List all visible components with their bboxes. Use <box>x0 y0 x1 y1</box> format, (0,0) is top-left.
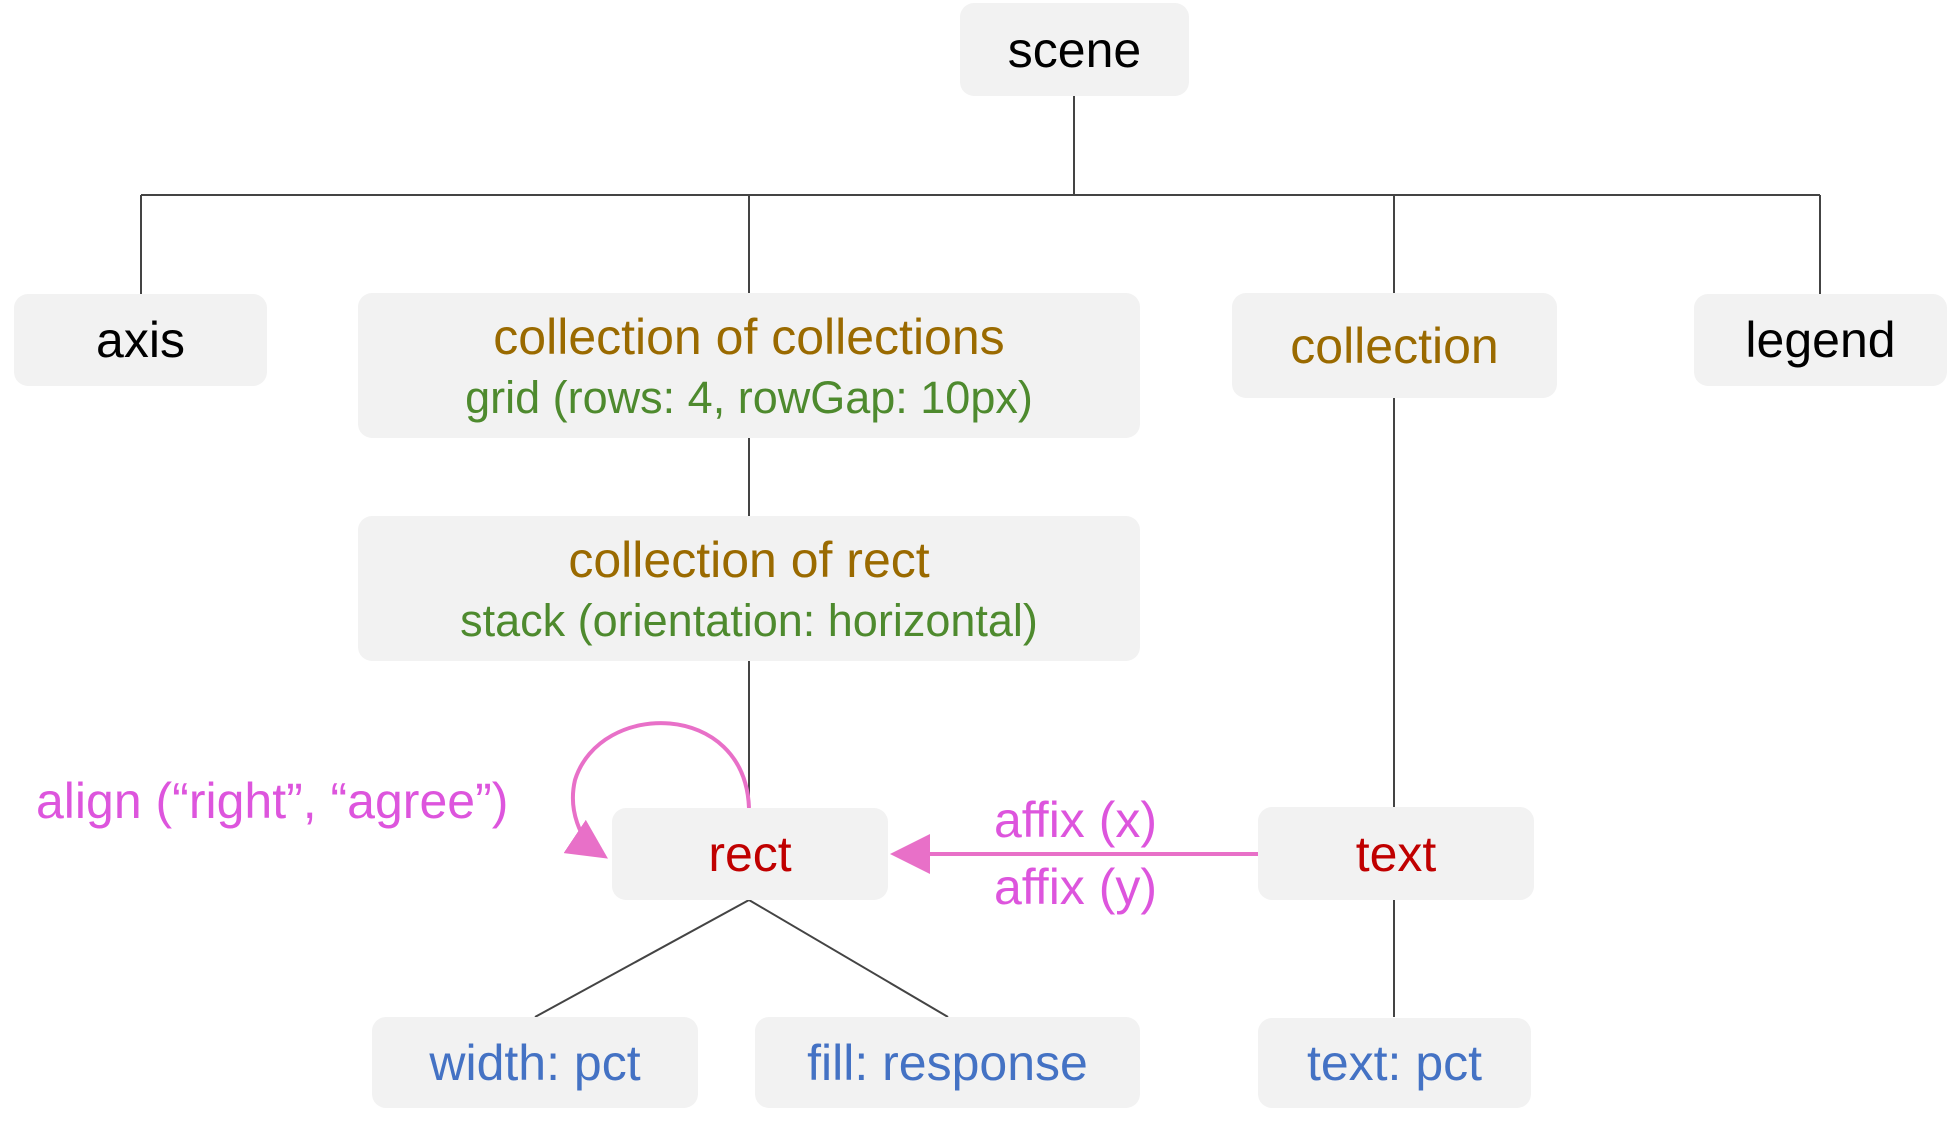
affix-x-relation-label: affix (x) <box>994 792 1157 848</box>
align-relation-label: align (“right”, “agree”) <box>36 773 509 829</box>
node-width-encoding-label: width: pct <box>429 1034 641 1091</box>
node-collection-of-rect[interactable]: collection of rect stack (orientation: h… <box>358 516 1140 661</box>
node-collection-of-rect-label: collection of rect <box>568 531 930 588</box>
node-text-encoding-label: text: pct <box>1306 1035 1483 1091</box>
node-fill-encoding-label: fill: response <box>807 1034 1088 1091</box>
align-self-loop-arrow <box>563 721 751 859</box>
node-width-encoding[interactable]: width: pct <box>372 1017 698 1108</box>
node-collection[interactable]: collection <box>1232 293 1557 398</box>
node-fill-encoding[interactable]: fill: response <box>755 1017 1140 1108</box>
node-legend-label: legend <box>1745 312 1896 368</box>
node-rect[interactable]: rect <box>612 808 888 900</box>
node-axis[interactable]: axis <box>14 294 267 386</box>
node-collection-of-collections-label: collection of collections <box>493 308 1005 365</box>
node-scene[interactable]: scene <box>960 3 1189 96</box>
node-text[interactable]: text <box>1258 807 1534 900</box>
node-collection-of-collections[interactable]: collection of collections grid (rows: 4,… <box>358 293 1140 438</box>
edge-rect-fill <box>748 899 949 1018</box>
node-text-label: text <box>1355 825 1437 882</box>
node-text-encoding[interactable]: text: pct <box>1258 1018 1531 1108</box>
node-collection-of-rect-layout: stack (orientation: horizontal) <box>460 594 1038 646</box>
node-legend[interactable]: legend <box>1694 294 1947 386</box>
edge-rect-width <box>534 899 750 1018</box>
node-collection-label: collection <box>1290 317 1499 374</box>
node-axis-label: axis <box>96 312 185 368</box>
node-rect-label: rect <box>708 826 792 882</box>
affix-y-relation-label: affix (y) <box>994 859 1157 915</box>
node-collection-of-collections-layout: grid (rows: 4, rowGap: 10px) <box>465 371 1033 423</box>
node-scene-label: scene <box>1007 21 1142 78</box>
